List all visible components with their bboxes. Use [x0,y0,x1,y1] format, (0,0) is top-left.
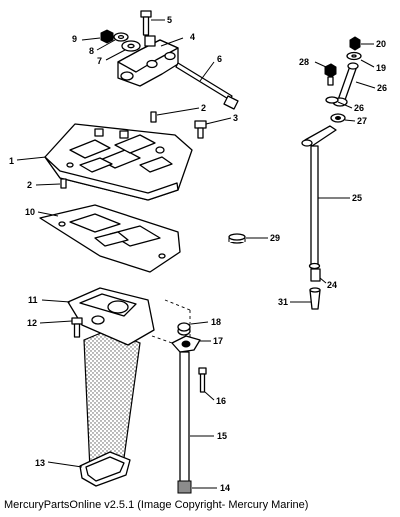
bushing-part-18 [177,321,209,336]
gasket-part-10 [37,204,181,273]
callout-14: 14 [220,483,230,493]
grommet-part-29 [228,233,268,244]
callout-2: 2 [27,180,32,190]
seal-ring-part-13 [47,451,131,487]
nut-part-9 [81,29,114,44]
screw-part-16 [198,367,215,401]
callout-labels: 1 2 2 3 4 5 6 7 8 9 10 11 12 13 14 15 16… [9,15,387,493]
nut-part-20 [349,36,374,51]
callout-1: 1 [9,156,14,166]
callout-29: 29 [270,233,280,243]
callout-18: 18 [211,317,221,327]
shift-lever-part-26-upper [332,62,376,107]
callout-26: 26 [377,83,387,93]
callout-28: 28 [299,57,309,67]
callout-8: 8 [89,46,94,56]
adapter-plate-part-1 [16,123,193,201]
callout-5: 5 [167,15,172,25]
washer-part-7 [105,40,141,61]
callout-7: 7 [97,56,102,66]
bolt-part-5 [140,10,165,36]
callout-11: 11 [28,295,38,305]
callout-27: 27 [357,116,367,126]
bushing-part-27 [330,113,356,123]
callout-24: 24 [327,280,337,290]
copyright-footer: MercuryPartsOnline v2.5.1 (Image Copyrig… [4,499,309,511]
long-bolt-part-6 [175,61,239,110]
callout-10: 10 [25,207,35,217]
stud-part-28 [314,61,337,86]
callout-20: 20 [376,39,386,49]
callout-13: 13 [35,458,45,468]
screw-part-12 [39,317,83,338]
callout-4: 4 [190,32,195,42]
washer-part-8 [96,32,129,51]
coupler-part-14 [177,480,217,494]
shift-rod-part-15 [179,351,214,483]
callout-16: 16 [216,396,226,406]
exhaust-housing-part-11 [41,287,155,472]
callout-15: 15 [217,431,227,441]
screw-part-3 [194,117,232,139]
callout-26: 26 [354,103,364,113]
callout-19: 19 [376,63,386,73]
callout-31: 31 [278,297,288,307]
callout-6: 6 [217,54,222,64]
dowel-pin-part-2-lower [35,178,67,189]
callout-9: 9 [72,34,77,44]
dowel-pin-part-2-upper [150,107,200,123]
bushing-part-31 [290,287,321,310]
shift-lever-part-26-lower [325,96,353,109]
shift-arm-part-25 [301,125,350,270]
callout-17: 17 [213,336,223,346]
callout-12: 12 [27,318,37,328]
callout-25: 25 [352,193,362,203]
callout-3: 3 [233,113,238,123]
bracket-part-17 [171,335,211,353]
washer-part-19 [346,51,375,68]
callout-2: 2 [201,103,206,113]
coupler-part-24 [310,268,327,284]
alignment-dashed-lines [151,299,191,346]
